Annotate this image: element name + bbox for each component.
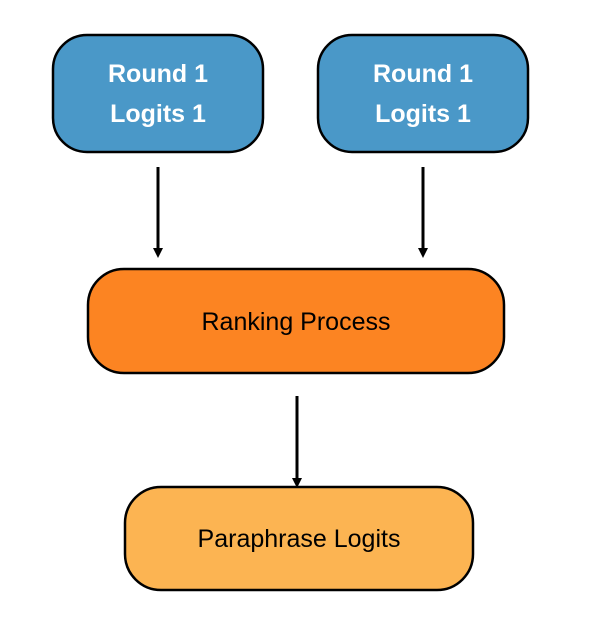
node-round1-right-line2: Logits 1 (375, 100, 471, 128)
node-round1-left: Round 1 Logits 1 (51, 33, 265, 154)
node-round1-left-box (51, 33, 265, 154)
node-round1-left-line1: Round 1 (108, 60, 208, 88)
node-paraphrase-logits-label: Paraphrase Logits (198, 525, 401, 553)
node-ranking-process-label: Ranking Process (202, 308, 391, 336)
node-round1-right: Round 1 Logits 1 (316, 33, 530, 154)
node-round1-right-box (316, 33, 530, 154)
node-paraphrase-logits-box (123, 485, 475, 592)
node-ranking-process-box (86, 267, 506, 375)
node-round1-right-line1: Round 1 (373, 60, 473, 88)
node-paraphrase-logits: Paraphrase Logits (123, 485, 475, 592)
node-ranking-process: Ranking Process (86, 267, 506, 375)
node-round1-left-line2: Logits 1 (110, 100, 206, 128)
